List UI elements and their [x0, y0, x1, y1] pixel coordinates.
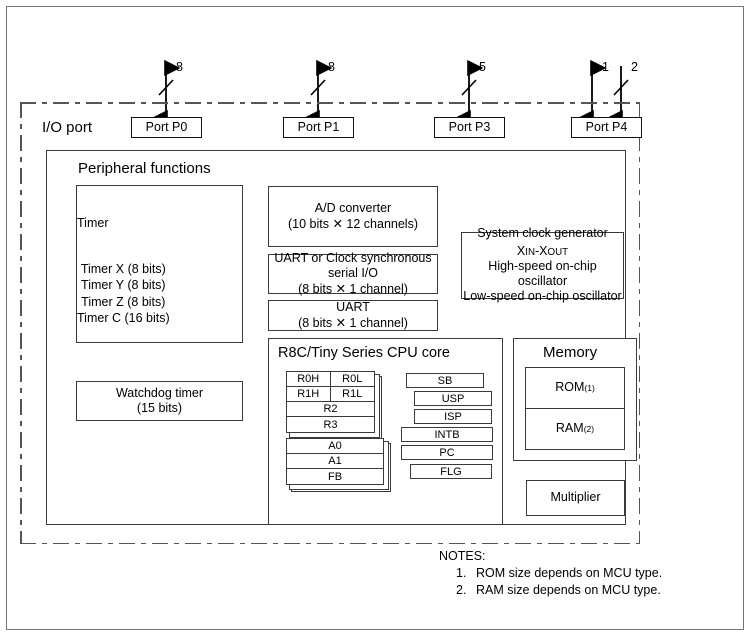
uart-box: UART (8 bits ✕ 1 channel) — [268, 300, 438, 331]
register-pc: PC — [401, 445, 493, 460]
watchdog-timer-box: Watchdog timer (15 bits) — [76, 381, 243, 421]
timer-line-z: Timer Z (8 bits) — [81, 294, 166, 309]
rom-label: ROM — [555, 380, 585, 395]
notes-item-1-text: ROM size depends on MCU type. — [476, 565, 663, 580]
xout-label: X — [539, 243, 548, 258]
notes-item-2-number: 2. — [456, 582, 467, 597]
register-row-r2: R2 — [287, 402, 374, 417]
notes-item-2: 2. RAM size depends on MCU type. — [439, 582, 662, 599]
register-r1h: R1H — [287, 387, 331, 401]
notes-heading: NOTES: — [439, 549, 486, 563]
uart-line1: UART — [336, 300, 370, 315]
ad-converter-line2: (10 bits ✕ 12 channels) — [288, 216, 418, 231]
signal-width-p1: 8 — [328, 60, 335, 74]
timer-line-c: Timer C (16 bits) — [77, 310, 170, 325]
port-box-p4[interactable]: Port P4 — [571, 117, 642, 138]
register-r1l: R1L — [342, 388, 363, 400]
register-row-a0: A0 — [287, 439, 383, 454]
register-intb: INTB — [401, 427, 493, 442]
register-flg: FLG — [410, 464, 492, 479]
data-register-stack: R0H R0L R1H R1L R2 R3 — [286, 371, 382, 440]
xin-subscript: IN — [525, 246, 535, 258]
signal-width-p4-b: 2 — [631, 60, 638, 74]
ram-label: RAM — [555, 421, 584, 436]
register-row-r1: R1H R1L — [287, 387, 374, 402]
register-a0: A0 — [328, 440, 342, 452]
ram-footnote-marker: (2) — [583, 423, 595, 434]
ram-box: RAM(2) — [525, 408, 625, 450]
timer-box: Timer Timer X (8 bits) Timer Y (8 bits) … — [76, 185, 243, 343]
port-box-p0[interactable]: Port P0 — [131, 117, 202, 138]
notes-item-1-number: 1. — [456, 565, 467, 580]
rom-footnote-marker: (1) — [584, 382, 595, 393]
multiplier-box: Multiplier — [526, 480, 625, 516]
timer-title: Timer — [77, 215, 109, 230]
xout-subscript: OUT — [547, 246, 569, 258]
watchdog-line2: (15 bits) — [136, 401, 183, 415]
uart-sync-line3: (8 bits ✕ 1 channel) — [298, 281, 408, 296]
port-box-p3[interactable]: Port P3 — [434, 117, 505, 138]
ad-converter-line1: A/D converter — [314, 201, 392, 216]
register-fb: FB — [327, 470, 343, 483]
register-row-r0: R0H R0L — [287, 372, 374, 387]
register-r2: R2 — [323, 403, 338, 415]
clock-generator-xin-xout: XIN-XOUT — [517, 244, 568, 259]
address-register-stack: A0 A1 FB — [286, 438, 391, 492]
register-row-fb: FB — [287, 469, 383, 484]
memory-title: Memory — [543, 344, 598, 361]
uart-clock-sync-box: UART or Clock synchronous serial I/O (8 … — [268, 251, 438, 296]
timer-line-y: Timer Y (8 bits) — [81, 278, 166, 293]
notes-item-1: 1. ROM size depends on MCU type. — [439, 565, 662, 582]
signal-width-p0: 8 — [176, 60, 183, 74]
clock-generator-title: System clock generator — [477, 226, 608, 241]
clock-generator-line3: Low-speed on-chip oscillator — [463, 289, 622, 304]
rom-box: ROM(1) — [525, 367, 625, 409]
ad-converter-box: A/D converter (10 bits ✕ 12 channels) — [268, 186, 438, 247]
register-r3: R3 — [323, 418, 338, 431]
io-port-label: I/O port — [42, 119, 93, 136]
register-r0h: R0H — [287, 372, 331, 386]
xin-xout-dash: - — [534, 243, 540, 258]
register-row-r3: R3 — [287, 417, 374, 432]
register-sb: SB — [406, 373, 484, 388]
timer-line-x: Timer X (8 bits) — [80, 262, 166, 277]
port-box-p1[interactable]: Port P1 — [283, 117, 354, 138]
cpu-core-title: R8C/Tiny Series CPU core — [278, 345, 450, 361]
notes-item-2-text: RAM size depends on MCU type. — [476, 582, 661, 597]
register-row-a1: A1 — [287, 454, 383, 469]
system-clock-generator-box: System clock generator XIN-XOUT High-spe… — [461, 226, 624, 303]
clock-generator-line2: High-speed on-chip oscillator — [488, 258, 597, 289]
peripheral-functions-title: Peripheral functions — [78, 160, 211, 177]
signal-width-p4-a: 1 — [602, 60, 609, 74]
xin-label: X — [516, 243, 526, 258]
register-isp: ISP — [414, 409, 492, 424]
uart-line2: (8 bits ✕ 1 channel) — [298, 315, 408, 330]
signal-width-p3: 5 — [479, 60, 486, 74]
notes-block: NOTES: 1. ROM size depends on MCU type. 2… — [439, 548, 662, 599]
watchdog-line1: Watchdog timer — [115, 385, 204, 400]
uart-sync-line2: serial I/O — [327, 266, 378, 281]
chip-boundary — [20, 102, 640, 544]
register-usp: USP — [414, 391, 492, 406]
register-r0l: R0L — [342, 373, 363, 385]
register-a1: A1 — [328, 455, 342, 467]
uart-sync-line1: UART or Clock synchronous — [274, 251, 432, 266]
